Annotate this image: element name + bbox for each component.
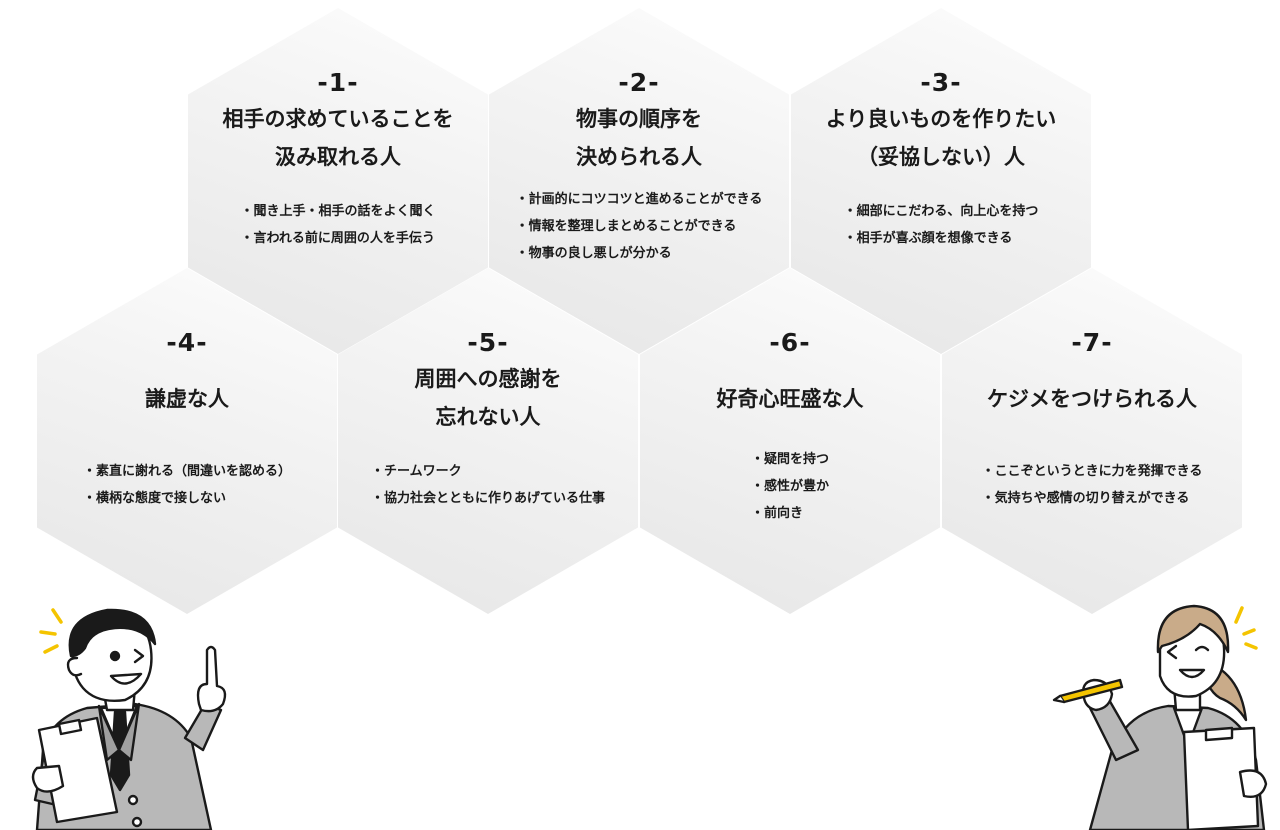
hexagon-point-list: チームワーク協力社会とともに作りあげている仕事 xyxy=(338,458,638,512)
hexagon-title: 物事の順序を決められる人 xyxy=(489,100,789,176)
hexagon-number: -2- xyxy=(618,68,660,97)
businesswoman-pen-icon xyxy=(1052,604,1268,830)
hexagon-title-line: （妥協しない）人 xyxy=(857,145,1025,169)
hexagon-number: -5- xyxy=(467,328,509,357)
hexagon-content-1: -1- 相手の求めていることを汲み取れる人聞き上手・相手の話をよく聞く言われる前に… xyxy=(188,8,488,354)
hexagon-title-line: より良いものを作りたい xyxy=(825,107,1057,131)
list-item: 情報を整理しまとめることができる xyxy=(516,213,763,240)
hexagon-title: より良いものを作りたい （妥協しない）人 xyxy=(791,100,1091,176)
list-item: 聞き上手・相手の話をよく聞く xyxy=(240,198,436,225)
list-item: 素直に謝れる（間違いを認める） xyxy=(83,458,291,485)
hexagon-content-4: -4- 謙虚な人素直に謝れる（間違いを認める）横柄な態度で接しない xyxy=(37,268,337,614)
hexagon-title-line: 相手の求めていることを xyxy=(222,107,454,131)
list-item: 協力社会とともに作りあげている仕事 xyxy=(371,485,605,512)
list-item: 物事の良し悪しが分かる xyxy=(516,240,763,267)
hexagon-title: 相手の求めていることを汲み取れる人 xyxy=(188,100,488,176)
hexagon-point-list: ここぞというときに力を発揮できる気持ちや感情の切り替えができる xyxy=(942,458,1242,512)
list-item: チームワーク xyxy=(371,458,605,485)
list-item: 気持ちや感情の切り替えができる xyxy=(982,485,1203,512)
hexagon-title-line: 汲み取れる人 xyxy=(275,145,401,169)
list-item: 前向き xyxy=(751,500,829,527)
hexagon-title-line: 謙虚な人 xyxy=(145,387,229,411)
list-item: 感性が豊か xyxy=(751,473,829,500)
hexagon-title: 謙虚な人 xyxy=(37,380,337,418)
hexagon-number: -7- xyxy=(1071,328,1113,357)
list-item: 疑問を持つ xyxy=(751,446,829,473)
list-item: 計画的にコツコツと進めることができる xyxy=(516,186,763,213)
hexagon-title-line: 決められる人 xyxy=(576,145,702,169)
list-item: 細部にこだわる、向上心を持つ xyxy=(844,198,1039,225)
hexagon-point-list: 疑問を持つ感性が豊か前向き xyxy=(640,446,940,527)
hexagon-content-2: -2- 物事の順序を決められる人計画的にコツコツと進めることができる情報を整理しま… xyxy=(489,8,789,354)
hexagon-title-line: 好奇心旺盛な人 xyxy=(716,387,864,411)
hexagon-number: -4- xyxy=(166,328,208,357)
hexagon-content-5: -5- 周囲への感謝を忘れない人チームワーク協力社会とともに作りあげている仕事 xyxy=(338,268,638,614)
hexagon-title-line: 物事の順序を xyxy=(576,107,702,131)
hexagon-title-line: 忘れない人 xyxy=(435,405,541,429)
hexagon-title: ケジメをつけられる人 xyxy=(942,380,1242,418)
hexagon-point-list: 素直に謝れる（間違いを認める）横柄な態度で接しない xyxy=(37,458,337,512)
hexagon-content-7: -7-ケジメをつけられる人ここぞというときに力を発揮できる気持ちや感情の切り替え… xyxy=(942,268,1242,614)
list-item: 相手が喜ぶ顔を想像できる xyxy=(844,225,1039,252)
hexagon-point-list: 細部にこだわる、向上心を持つ相手が喜ぶ顔を想像できる xyxy=(791,198,1091,252)
hexagon-number: -1- xyxy=(317,68,359,97)
hexagon-content-6: -6-好奇心旺盛な人疑問を持つ感性が豊か前向き xyxy=(640,268,940,614)
hexagon-number: -3- xyxy=(920,68,962,97)
hexagon-title-line: ケジメをつけられる人 xyxy=(987,387,1197,411)
hexagon-point-list: 聞き上手・相手の話をよく聞く言われる前に周囲の人を手伝う xyxy=(188,198,488,252)
businessman-pointing-icon xyxy=(31,608,227,830)
hexagon-point-list: 計画的にコツコツと進めることができる情報を整理しまとめることができる物事の良し悪… xyxy=(489,186,789,267)
hexagon-number: -6- xyxy=(769,328,811,357)
list-item: ここぞというときに力を発揮できる xyxy=(982,458,1203,485)
list-item: 言われる前に周囲の人を手伝う xyxy=(240,225,435,252)
list-item: 横柄な態度で接しない xyxy=(83,485,291,512)
hexagon-title: 周囲への感謝を忘れない人 xyxy=(338,360,638,436)
hexagon-title-line: 周囲への感謝を xyxy=(414,367,562,391)
hexagon-title: 好奇心旺盛な人 xyxy=(640,380,940,418)
hexagon-content-3: -3-より良いものを作りたい（妥協しない）人細部にこだわる、向上心を持つ相手が喜… xyxy=(791,8,1091,354)
